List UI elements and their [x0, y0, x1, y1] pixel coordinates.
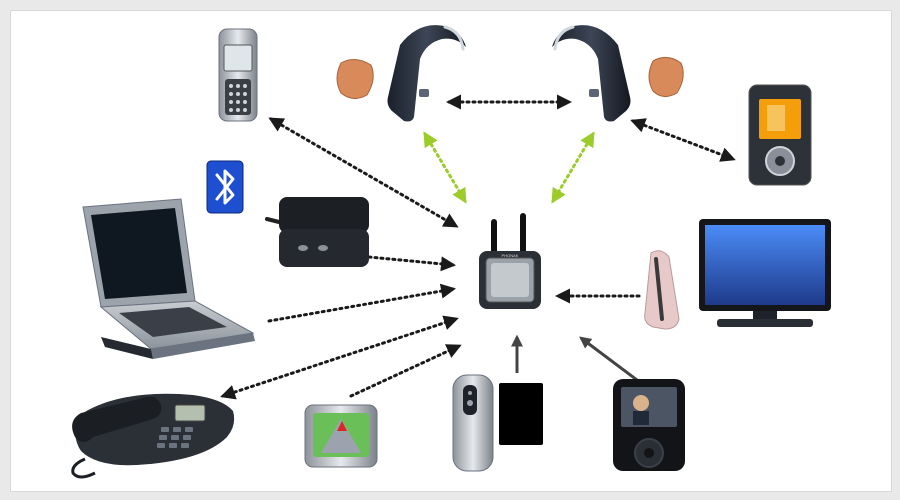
laptop-screen: [91, 208, 187, 299]
link-deskphone-hub: [220, 315, 459, 400]
link-transmitter-hub: [367, 255, 456, 272]
device-connectivity-diagram: PHONAK: [71, 25, 831, 479]
hub-brand-label: PHONAK: [502, 253, 519, 258]
remote-control: [452, 374, 494, 472]
accessory-card: [499, 383, 543, 445]
tv: [699, 219, 831, 327]
bluetooth-transmitter: [265, 197, 369, 267]
tv-screen: [705, 225, 825, 305]
link-laptop-hub: [267, 283, 456, 323]
hub-panel: [491, 263, 529, 297]
link-phone-hub: [268, 117, 459, 228]
in-ear-aid-left: [336, 59, 374, 99]
antenna-left: [491, 219, 497, 257]
laptop: [82, 198, 255, 359]
phone-screen: [223, 44, 253, 72]
video-ipod: [613, 379, 685, 471]
diagram-canvas: PHONAK: [10, 10, 892, 492]
in-ear-aid-right: [648, 57, 684, 97]
mp3-player: [748, 84, 812, 186]
desk-phone-display: [174, 404, 206, 422]
gps-navigator: [304, 404, 378, 468]
hearing-aid-left: [336, 25, 466, 122]
streamer-hub: PHONAK: [479, 213, 541, 309]
antenna-right: [520, 213, 526, 257]
link-right-aid-hub: [551, 131, 595, 204]
link-ipod-hub: [579, 336, 642, 385]
connections: [220, 94, 736, 400]
tv-adapter: [644, 250, 680, 330]
hearing-aid-right: [552, 25, 684, 122]
desk-phone: [71, 393, 235, 479]
mobile-phone: [218, 28, 258, 122]
link-gps-hub: [349, 344, 462, 398]
bluetooth-logo: [206, 160, 244, 214]
link-mp3-right-aid: [630, 118, 736, 162]
link-left-aid-hub: [423, 131, 467, 204]
bluetooth-icon: [215, 169, 235, 205]
